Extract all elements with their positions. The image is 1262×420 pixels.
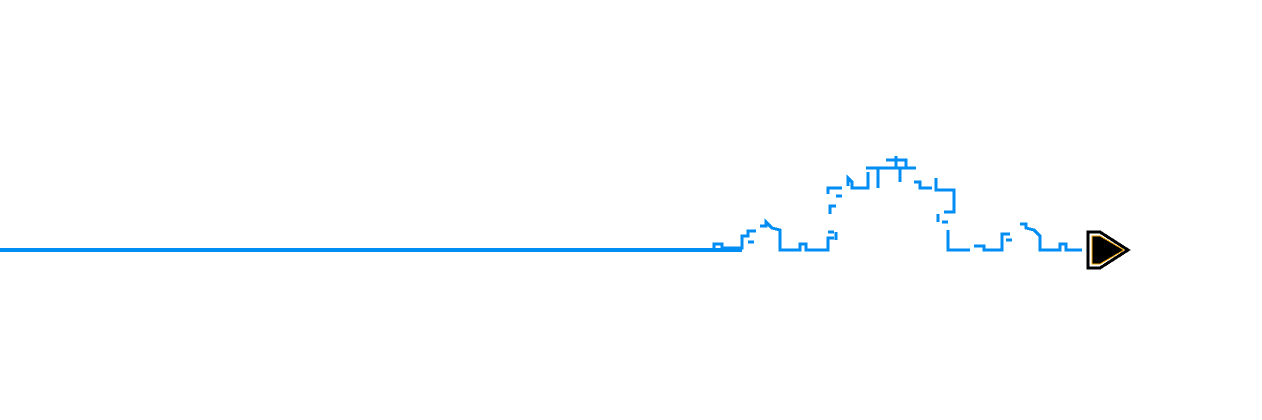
- turtle-arrow-icon: [1086, 230, 1131, 270]
- fractal-segment: [946, 230, 970, 252]
- fractal-segment: [1020, 222, 1082, 252]
- fractal-segment: [826, 186, 842, 194]
- fractal-segment: [974, 232, 1010, 252]
- fractal-curve: [712, 156, 1082, 252]
- turtle-arrow-body: [1091, 235, 1125, 265]
- fractal-segment: [828, 204, 836, 214]
- fractal-segment: [894, 156, 902, 182]
- fractal-segment: [886, 158, 908, 168]
- fractal-segment: [760, 218, 834, 252]
- fractal-segment: [914, 180, 932, 190]
- turtle-arrow-outline: [1086, 230, 1131, 270]
- fractal-segment: [846, 172, 870, 190]
- fractal-segment: [712, 229, 756, 250]
- fractal-segment: [934, 178, 956, 214]
